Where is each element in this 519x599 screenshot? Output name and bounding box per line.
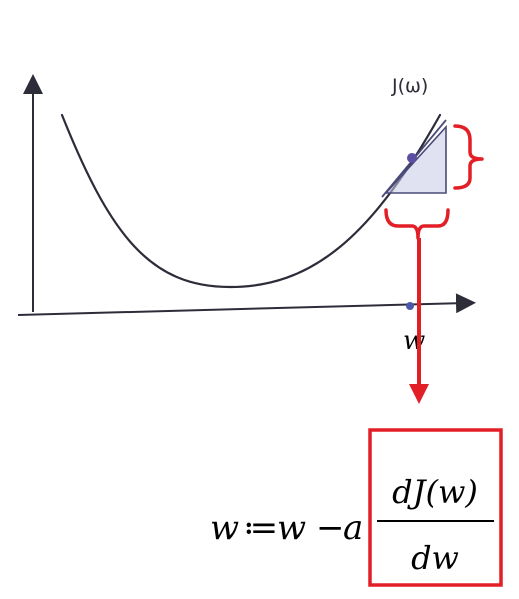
rise-brace	[453, 124, 484, 190]
down-arrow-head	[409, 384, 429, 404]
run-brace	[384, 208, 450, 240]
eq-lhs-w: w	[210, 508, 239, 548]
cost-curve	[60, 113, 442, 289]
curve-label: J(ω)	[391, 75, 428, 97]
eq-minus: −	[316, 508, 345, 548]
w-marker	[406, 302, 414, 310]
eq-w: w	[277, 508, 306, 548]
fraction-numerator: dJ(w)	[392, 473, 478, 511]
derivative-box	[368, 428, 503, 587]
eq-assign: ≔	[243, 508, 278, 548]
x-axis	[17, 293, 476, 316]
current-point	[407, 153, 417, 163]
eq-a: a	[343, 508, 363, 548]
x-axis-label: w	[403, 326, 425, 356]
fraction-denominator: dw	[411, 539, 459, 577]
